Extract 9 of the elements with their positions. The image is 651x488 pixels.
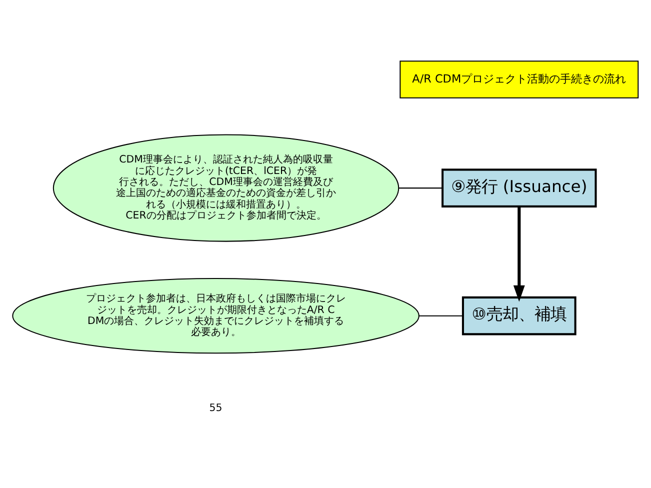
node-box: ⑨発行 (Issuance) bbox=[442, 168, 597, 208]
connector bbox=[398, 188, 442, 189]
node-box: A/R CDMプロジェクト活動の手続きの流れ bbox=[400, 60, 639, 98]
arrow bbox=[513, 206, 525, 302]
label: 55 bbox=[209, 403, 222, 414]
node-ellipse: プロジェクト参加者は、日本政府もしくは国際市場にクレジットを売却。クレジットが期限付きとなったA/R CDMの場合、クレジット失効までにクレジットを補填する必要あり。 bbox=[12, 278, 420, 354]
node-ellipse: CDM理事会により、認証された純人為的吸収量に応じたクレジット(tCER、lCER）が発行される。ただし、CDM理事会の運営経費及び途上国のための適応基金のための資金が差し引かれる（小規模には緩和措置あり）。 CERの分配はプロジェクト参加者間で決定。 bbox=[52, 134, 400, 242]
node-box: ⑩売却、補填 bbox=[462, 296, 576, 336]
connector bbox=[419, 315, 463, 316]
